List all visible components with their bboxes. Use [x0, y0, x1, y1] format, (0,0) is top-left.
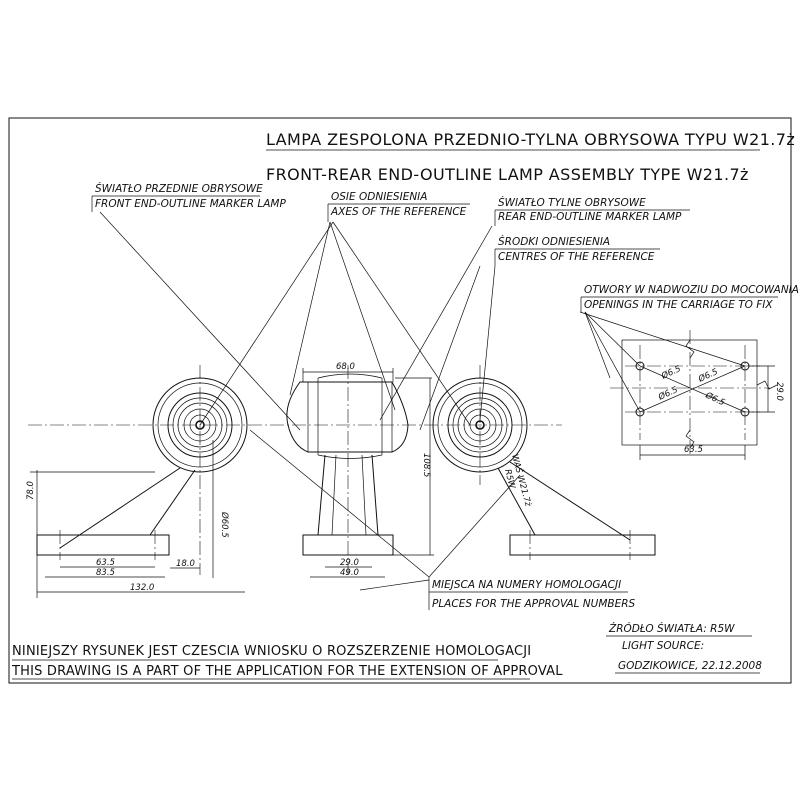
dim-dia-60-5: Ø60.5	[219, 511, 230, 538]
dim-29-left: 29.0	[340, 558, 359, 568]
label-rear-pl: ŚWIATŁO TYLNE OBRYSOWE	[498, 196, 646, 209]
mounting-detail-frame	[621, 339, 758, 446]
side-lamp-view	[286, 365, 409, 575]
front-lamp-dimensions: 78.0 63.5 83.5 132.0 18.0 Ø60.5	[26, 440, 245, 598]
label-places-en: PLACES FOR THE APPROVAL NUMBERS	[432, 598, 636, 610]
title-pl: LAMPA ZESPOLONA PRZEDNIO-TYLNA OBRYSOWA …	[266, 130, 795, 149]
front-base-plate	[36, 534, 170, 556]
dim-hole-3: Ø6.5	[656, 384, 680, 403]
side-lamp-dimensions: 68.0 108.5 29.0 49.0	[302, 362, 434, 578]
label-centres: ŚRODKI ODNIESIENIA CENTRES OF THE REFERE…	[494, 235, 660, 266]
dim-29-right: 29.0	[774, 382, 784, 401]
light-source-pl: ŹRÓDŁO ŚWIATŁA: R5W	[608, 622, 735, 635]
footer-note-en: THIS DRAWING IS A PART OF THE APPLICATIO…	[11, 664, 563, 679]
label-axes-pl: OSIE ODNIESIENIA	[331, 191, 427, 203]
label-axes-en: AXES OF THE REFERENCE	[330, 206, 467, 218]
dim-78: 78.0	[26, 481, 36, 500]
label-approval-places: MIEJSCA NA NUMERY HOMOLOGACJI PLACES FOR…	[428, 577, 636, 610]
dim-63-5-right: 63.5	[684, 445, 703, 455]
label-centres-en: CENTRES OF THE REFERENCE	[498, 251, 655, 263]
footer-note-pl: NINIEJSZY RYSUNEK JEST CZESCIA WNIOSKU O…	[12, 644, 531, 659]
drawing-frame	[8, 117, 792, 684]
label-rear-lamp: ŚWIATŁO TYLNE OBRYSOWE REAR END-OUTLINE …	[494, 196, 690, 226]
mounting-hole-detail: Ø6.5 Ø6.5 Ø6.5 Ø6.5 29.0 63.5	[610, 330, 784, 460]
dim-18: 18.0	[176, 559, 195, 569]
label-rear-en: REAR END-OUTLINE MARKER LAMP	[498, 211, 682, 223]
light-source-en: LIGHT SOURCE:	[622, 640, 704, 652]
leader-lines	[99, 211, 746, 591]
dim-hole-4: Ø6.5	[703, 389, 727, 408]
front-lamp-view	[36, 365, 248, 575]
dim-132: 132.0	[130, 583, 154, 593]
dim-49: 49.0	[340, 568, 359, 578]
label-front-en: FRONT END-OUTLINE MARKER LAMP	[95, 198, 286, 210]
dim-68: 68.0	[336, 362, 355, 372]
side-lamp-body	[286, 381, 409, 453]
label-axes: OSIE ODNIESIENIA AXES OF THE REFERENCE	[327, 191, 470, 222]
label-openings-pl: OTWORY W NADWOZIU DO MOCOWANIA	[584, 284, 799, 296]
label-centres-pl: ŚRODKI ODNIESIENIA	[498, 235, 610, 248]
label-front-pl: ŚWIATŁO PRZEDNIE OBRYSOWE	[95, 182, 263, 195]
mounting-hole	[635, 407, 645, 417]
label-front-lamp: ŚWIATŁO PRZEDNIE OBRYSOWE FRONT END-OUTL…	[91, 182, 286, 212]
dim-108-5: 108.5	[421, 453, 431, 477]
title-en: FRONT-REAR END-OUTLINE LAMP ASSEMBLY TYP…	[266, 165, 749, 184]
label-places-pl: MIEJSCA NA NUMERY HOMOLOGACJI	[432, 579, 621, 591]
rear-base-plate	[509, 534, 656, 556]
label-openings: OTWORY W NADWOZIU DO MOCOWANIA OPENINGS …	[580, 284, 799, 312]
place-date: GODZIKOWICE, 22.12.2008	[618, 660, 762, 672]
label-openings-en: OPENINGS IN THE CARRIAGE TO FIX	[584, 299, 773, 311]
dim-63-5-left: 63.5	[96, 558, 115, 568]
mounting-hole	[635, 361, 645, 371]
dim-83-5: 83.5	[96, 568, 115, 578]
